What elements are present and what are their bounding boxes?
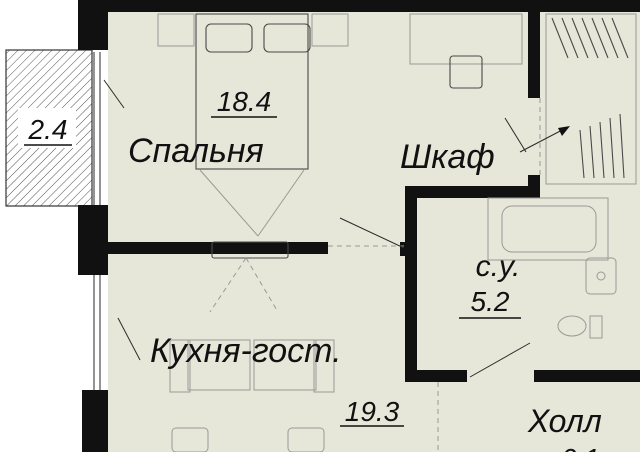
hangers-top: [551, 17, 629, 59]
sofa-left-arm: [169, 339, 191, 393]
bathroom-fixtures: [487, 197, 617, 339]
bathtub-inner: [501, 205, 597, 253]
toilet-tank: [589, 315, 603, 339]
balcony-area-bg: [18, 108, 76, 148]
floor-main: [108, 10, 528, 452]
kitchen-leader: [117, 317, 141, 361]
balcony: 2.4: [5, 49, 93, 207]
floor-wardrobe: [528, 10, 640, 452]
light-beam-1: [209, 257, 247, 313]
kitchen-label: Кухня-гост.: [150, 332, 342, 370]
pillow-right: [263, 23, 311, 53]
bathroom-label: с.у.: [476, 250, 521, 283]
bathroom-area: 5.2: [471, 286, 510, 317]
wardrobe-shelves: [504, 13, 637, 185]
sofa-right-arm: [313, 339, 335, 393]
bed-frame: [195, 13, 309, 170]
wardrobe-rail: [545, 13, 637, 185]
door-bedroom: [339, 217, 405, 249]
sofa-right-seat: [253, 339, 317, 391]
wall-wardrobe-lower: [528, 175, 540, 198]
wall-wardrobe: [528, 12, 540, 98]
bedroom-label: Спальня: [128, 132, 264, 170]
wall-left-mid: [78, 205, 108, 275]
door-bathroom: [469, 342, 531, 378]
sofa-left-seat: [187, 339, 251, 391]
hall-label: Холл: [527, 403, 602, 439]
wall-bath-top: [405, 186, 540, 198]
floor-areas: [6, 10, 640, 452]
wall-bath-bottom: [405, 370, 467, 382]
desk-chair: [449, 55, 483, 89]
wall-bed-kitchen: [108, 242, 328, 254]
wardrobe-pointer: [504, 117, 527, 153]
bed: [195, 13, 311, 237]
wall-bath-left: [405, 186, 417, 382]
chair-right: [287, 427, 325, 452]
desk: [409, 13, 523, 89]
bed-lamp-line-1: [199, 169, 259, 237]
bedroom-leader: [103, 79, 125, 109]
ceiling-light: [211, 241, 289, 259]
wardrobe-arrow-head: [558, 126, 570, 136]
wall-top: [78, 0, 640, 12]
pillow-left: [205, 23, 253, 53]
balcony-area: 2.4: [28, 114, 68, 145]
hall-area: 6.1: [561, 443, 600, 452]
desk-top: [409, 13, 523, 65]
room-labels: 18.4 Спальня Шкаф с.у. 5.2 Кухня-гост. 1…: [128, 86, 602, 452]
light-beam-2: [245, 257, 279, 313]
nightstand-right: [311, 13, 349, 47]
kitchen-furniture: [169, 241, 335, 452]
toilet-bowl: [557, 315, 587, 337]
wall-left-top: [78, 0, 108, 50]
wardrobe-arrow: [519, 127, 567, 153]
nightstand-left: [157, 13, 195, 47]
walls: [78, 0, 640, 452]
wall-bath-bottom-right: [534, 370, 640, 382]
wall-left-bottom: [82, 390, 108, 452]
kitchen-area: 19.3: [345, 396, 400, 427]
wardrobe-label: Шкаф: [400, 138, 495, 176]
sink-drain: [596, 271, 606, 281]
hangers-bottom: [579, 113, 625, 179]
bedroom-area: 18.4: [217, 86, 272, 117]
bathtub-outer: [487, 197, 609, 261]
sink: [585, 257, 617, 295]
left-windows: [93, 52, 101, 395]
bed-lamp-line-2: [257, 169, 305, 237]
chair-left: [171, 427, 209, 452]
